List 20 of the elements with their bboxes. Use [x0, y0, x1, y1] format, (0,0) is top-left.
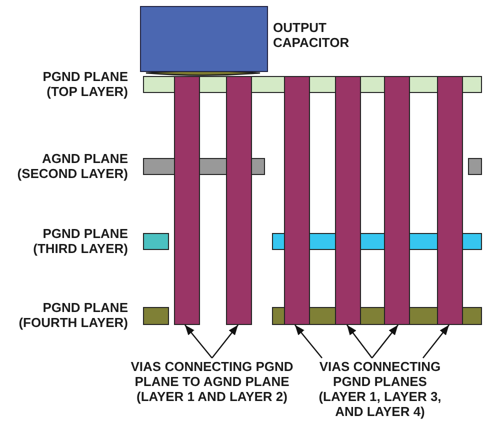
via-label: VIAS CONNECTING PGND PLANES (LAYER 1, LAYER 3, AND LAYER 4) [310, 359, 450, 419]
output-capacitor [140, 6, 268, 72]
leader-arrow [211, 324, 239, 358]
leader-arrow [422, 324, 450, 358]
via [226, 76, 252, 325]
leader-arrow [346, 324, 373, 358]
layer-label: PGND PLANE (THIRD LAYER) [32, 226, 128, 256]
layer-label: PGND PLANE (TOP LAYER) [42, 69, 128, 99]
via [335, 76, 361, 325]
leader-arrow [294, 324, 322, 358]
via [437, 76, 463, 325]
via [384, 76, 410, 325]
via-label: VIAS CONNECTING PGND PLANE TO AGND PLANE (LAYER 1 AND LAYER 2) [127, 359, 297, 404]
layer-label: AGND PLANE (SECOND LAYER) [16, 151, 128, 181]
via [174, 76, 200, 325]
capacitor-label: OUTPUT CAPACITOR [273, 20, 350, 50]
leader-arrow [184, 324, 212, 358]
layer-label: PGND PLANE (FOURTH LAYER) [18, 300, 128, 330]
via [284, 76, 310, 325]
leader-arrow [371, 324, 399, 358]
